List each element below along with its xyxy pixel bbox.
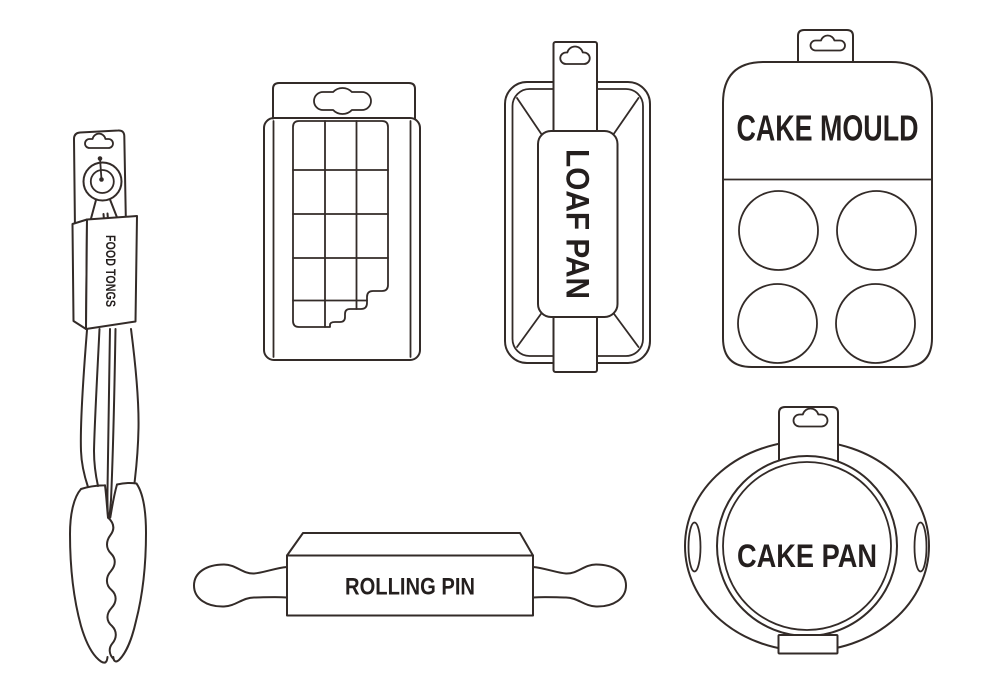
mould-cavity-circle	[835, 283, 916, 364]
tong-arms	[79, 328, 140, 519]
rolling-pin-handle-left	[193, 563, 288, 608]
pin-dot-top	[97, 156, 103, 161]
rolling-pin-box-top	[286, 532, 534, 557]
tong-ring-outer	[82, 161, 123, 202]
mould-cavity-circle	[836, 190, 917, 271]
chocolate-mould-pack	[263, 82, 421, 361]
cake-mould-body	[722, 61, 933, 368]
hang-tab	[797, 29, 854, 64]
mould-cavity-circle	[738, 190, 819, 271]
hang-card	[73, 129, 127, 232]
tong-tip-right	[109, 481, 147, 663]
cake-mould-label: CAKE MOULD	[737, 108, 919, 149]
hang-slot-icon	[559, 45, 591, 65]
tong-tip-scallop-seam	[105, 516, 117, 660]
pack-header	[272, 82, 416, 120]
cake-mould: CAKE MOULD	[722, 29, 933, 368]
rolling-pin: ROLLING PIN	[193, 532, 627, 617]
ring-pin	[99, 157, 103, 181]
mould-cavity-circle	[737, 283, 818, 364]
cake-pan-handle-slot-left	[687, 521, 702, 573]
food-tongs: FOOD TONGS	[69, 129, 147, 664]
rolling-pin-label: ROLLING PIN	[345, 574, 475, 601]
loaf-pan-wall-edges	[516, 97, 640, 348]
rolling-pin-handle-right	[532, 563, 627, 608]
cake-pan: CAKE PAN	[684, 406, 930, 655]
pin-dot-bottom	[99, 177, 104, 182]
cake-pan-handle-slot-right	[913, 521, 928, 573]
cake-pan-label: CAKE PAN	[737, 538, 877, 574]
cake-pan-inner-rim-inner	[722, 461, 892, 631]
cake-pan-strap-bottom-tab	[777, 634, 839, 655]
rolling-pin-box-front	[286, 554, 534, 617]
tong-ring-inner	[89, 169, 115, 194]
hang-slot-icon	[84, 132, 114, 149]
sleeve-side-face	[71, 218, 88, 330]
chocolate-bar-grid	[292, 120, 389, 328]
tong-tip-left	[69, 484, 109, 664]
loaf-pan: LOAF PAN	[504, 41, 651, 373]
chocolate-bar-outline	[292, 120, 389, 328]
hang-slot-icon	[792, 407, 829, 428]
blister-side-walls	[272, 120, 412, 358]
loaf-pan-label-plate	[537, 130, 619, 318]
loaf-pan-label: LOAF PAN	[560, 149, 596, 299]
hang-slot-icon	[809, 34, 846, 52]
blister-body	[263, 117, 421, 361]
tong-shoulders	[88, 198, 121, 227]
food-tongs-label: FOOD TONGS	[103, 235, 119, 307]
sleeve-front-face	[85, 215, 138, 330]
euro-slot-icon	[313, 87, 372, 115]
